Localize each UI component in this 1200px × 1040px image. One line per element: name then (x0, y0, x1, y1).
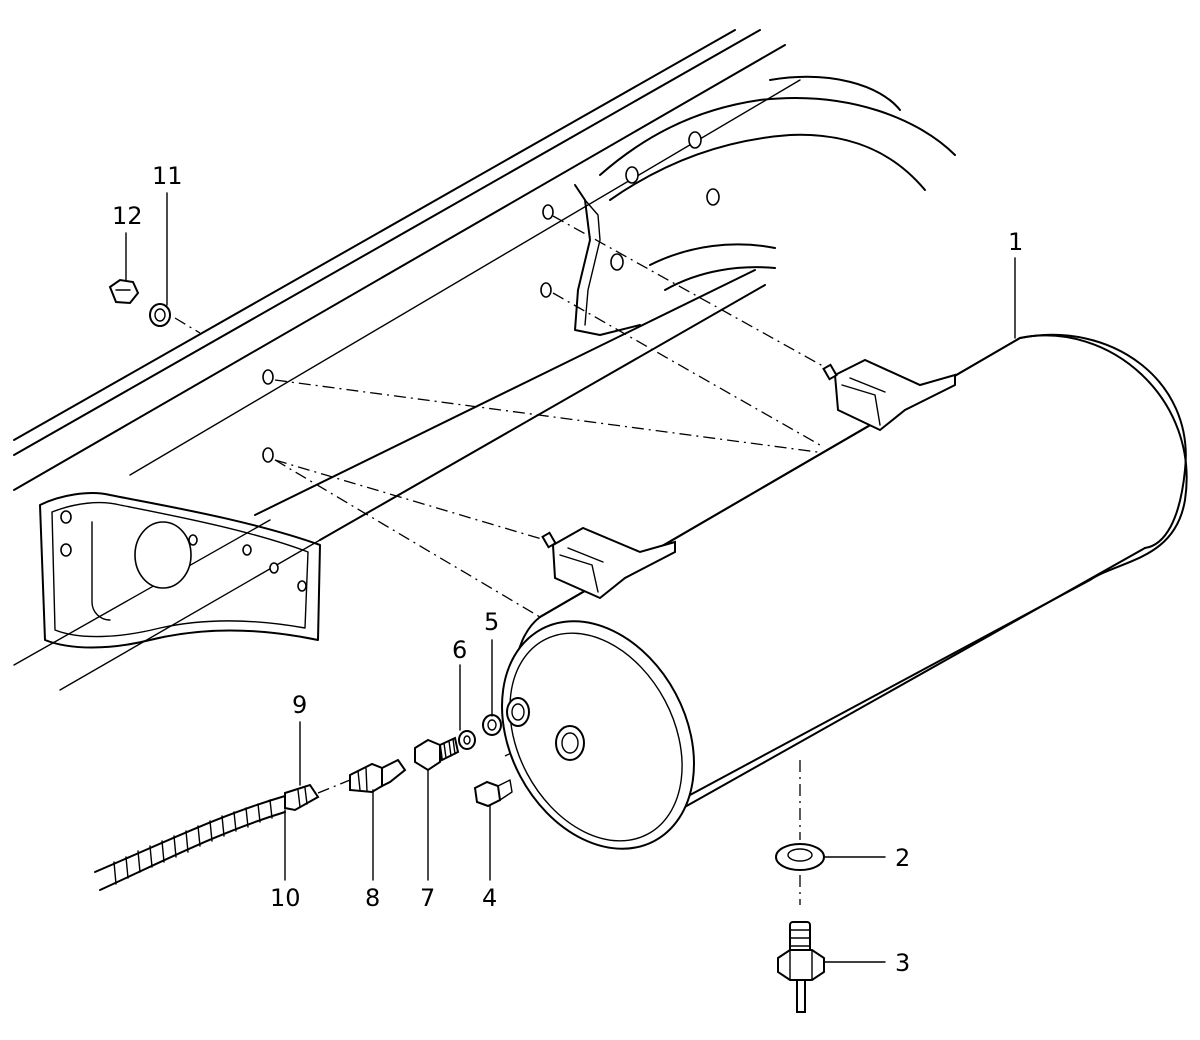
front-bracket-plate (39, 492, 321, 649)
hose-fitting (284, 783, 320, 812)
connector (349, 758, 407, 794)
frame-hole (540, 282, 552, 298)
frame-hole (625, 166, 639, 184)
tank-bracket-rear (822, 358, 956, 432)
tank-port-lower (555, 725, 585, 761)
callout-7: 7 (420, 884, 435, 912)
seal-ring (775, 843, 825, 871)
frame-rail (13, 29, 801, 691)
bracket-stud (541, 531, 557, 549)
callout-10: 10 (270, 884, 301, 912)
frame-hole (610, 253, 624, 271)
tank-port-upper (506, 697, 530, 727)
bracket-stud (822, 363, 838, 381)
drain-valve (777, 921, 825, 1013)
union-fitting (414, 736, 460, 772)
callout-labels: 1 2 3 4 5 6 7 8 9 10 11 12 (112, 162, 1023, 977)
callout-12: 12 (112, 202, 143, 230)
tank-bracket-front (541, 526, 676, 600)
crossmember (574, 75, 956, 336)
plate-large-hole (134, 521, 192, 589)
frame-hole (706, 188, 720, 206)
corrugated-hose (94, 795, 286, 891)
callout-1: 1 (1008, 228, 1023, 256)
nut (108, 278, 140, 305)
callout-5: 5 (484, 608, 499, 636)
frame-hole (262, 447, 274, 463)
tank-end-cap (501, 620, 695, 850)
washer (149, 303, 171, 327)
callout-6: 6 (452, 636, 467, 664)
callout-9: 9 (292, 691, 307, 719)
callout-2: 2 (895, 844, 910, 872)
callout-4: 4 (482, 884, 497, 912)
plug-screw (473, 779, 513, 808)
frame-hole (688, 131, 702, 149)
o-ring (458, 730, 476, 750)
center-lines (174, 215, 841, 905)
callout-8: 8 (365, 884, 380, 912)
frame-hole (542, 204, 554, 220)
air-tank (501, 333, 1188, 850)
leader-lines (125, 192, 1016, 963)
callout-11: 11 (152, 162, 183, 190)
frame-hole (262, 369, 274, 385)
callout-3: 3 (895, 949, 910, 977)
sealing-washer (482, 714, 502, 736)
